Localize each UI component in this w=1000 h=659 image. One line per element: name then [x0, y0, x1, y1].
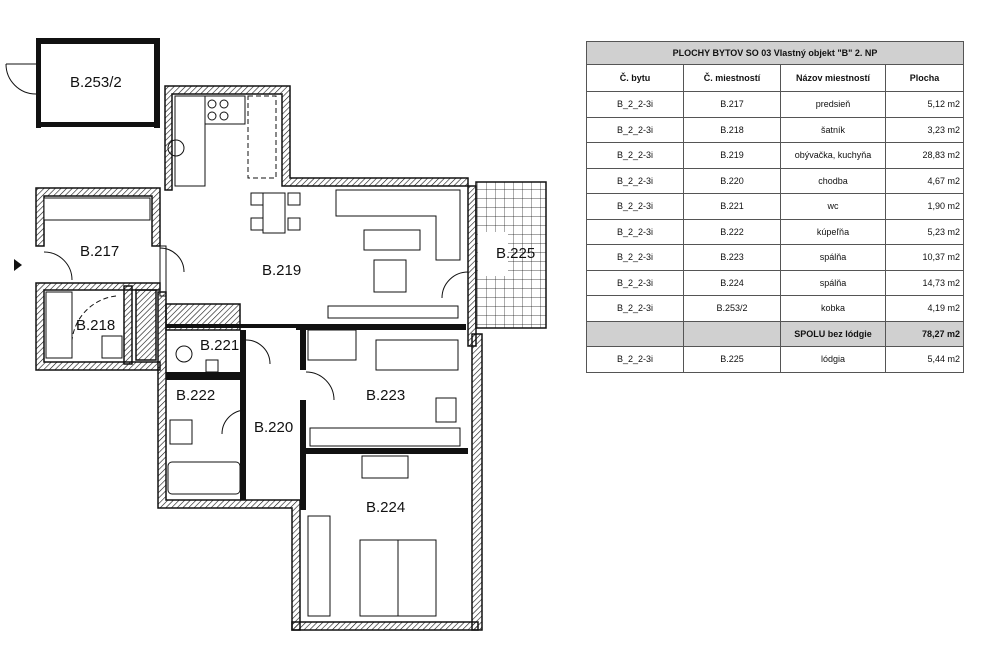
- table-title-row: PLOCHY BYTOV SO 03 Vlastný objekt "B" 2.…: [586, 41, 964, 65]
- cell-unit: B_2_2-3i: [586, 218, 684, 245]
- room-label-b224: B.224: [366, 499, 405, 516]
- cell-room-name: chodba: [780, 167, 886, 194]
- cell-area: 5,23 m2: [885, 218, 964, 245]
- cell-room-no: B.253/2: [683, 295, 781, 322]
- cell-unit: B_2_2-3i: [586, 167, 684, 194]
- cell-unit: B_2_2-3i: [586, 244, 684, 271]
- cell-area: 78,27 m2: [885, 320, 964, 347]
- cell-area: 10,37 m2: [885, 244, 964, 271]
- living-furniture: [327, 189, 461, 319]
- cell-unit: B_2_2-3i: [586, 269, 684, 296]
- cell-room-no: [683, 320, 781, 347]
- dining-table: [250, 192, 301, 234]
- kitchen: [167, 95, 277, 187]
- cell-room-no: B.220: [683, 167, 781, 194]
- cell-area: 14,73 m2: [885, 269, 964, 296]
- cell-area: 28,83 m2: [885, 142, 964, 169]
- cell-room-no: B.217: [683, 91, 781, 118]
- area-table: PLOCHY BYTOV SO 03 Vlastný objekt "B" 2.…: [586, 41, 964, 373]
- cell-unit: B_2_2-3i: [586, 91, 684, 118]
- room-label-b223: B.223: [366, 387, 405, 404]
- cell-area: 4,19 m2: [885, 295, 964, 322]
- room-label-b217: B.217: [80, 243, 119, 260]
- cell-unit: B_2_2-3i: [586, 142, 684, 169]
- wardrobe-fixtures: [43, 197, 151, 359]
- cell-unit: B_2_2-3i: [586, 116, 684, 143]
- cell-room-name: SPOLU bez lódgie: [780, 320, 886, 347]
- cell-room-name: spálňa: [780, 269, 886, 296]
- cell-room-no: B.223: [683, 244, 781, 271]
- cell-room-name: lódgia: [780, 346, 886, 373]
- entrance-arrow-icon: [14, 259, 22, 271]
- cell-room-name: kúpeľňa: [780, 218, 886, 245]
- room-label-b225: B.225: [496, 245, 535, 262]
- cell-room-no: B.218: [683, 116, 781, 143]
- cell-room-no: B.225: [683, 346, 781, 373]
- room-label-b220: B.220: [254, 419, 293, 436]
- interior-walls: [159, 245, 468, 510]
- cell-unit: B_2_2-3i: [586, 193, 684, 220]
- cell-room-name: obývačka, kuchyňa: [780, 142, 886, 169]
- bathroom-fixtures: [167, 345, 241, 495]
- cell-area: 1,90 m2: [885, 193, 964, 220]
- floor-plan: B.253/2 B.217 B.218 B.219 B.220 B.221 B.…: [5, 38, 547, 631]
- cell-area: 3,23 m2: [885, 116, 964, 143]
- cell-room-name: šatník: [780, 116, 886, 143]
- room-label-b222: B.222: [176, 387, 215, 404]
- room-label-b253-2: B.253/2: [70, 74, 122, 91]
- room-b253-2: [5, 38, 160, 128]
- cell-room-name: kobka: [780, 295, 886, 322]
- cell-room-no: B.221: [683, 193, 781, 220]
- room-label-b221: B.221: [200, 337, 239, 354]
- cell-room-name: wc: [780, 193, 886, 220]
- cell-area: 4,67 m2: [885, 167, 964, 194]
- col-header-room-name: Názov miestností: [780, 64, 886, 92]
- table-title: PLOCHY BYTOV SO 03 Vlastný objekt "B" 2.…: [586, 41, 964, 65]
- cell-room-no: B.224: [683, 269, 781, 296]
- cell-room-name: predsieň: [780, 91, 886, 118]
- cell-room-no: B.219: [683, 142, 781, 169]
- col-header-unit: Č. bytu: [586, 64, 684, 92]
- table-header-row: Č. bytu Č. miestností Názov miestností P…: [586, 64, 964, 92]
- room-label-b219: B.219: [262, 262, 301, 279]
- cell-unit: B_2_2-3i: [586, 346, 684, 373]
- cell-room-no: B.222: [683, 218, 781, 245]
- bedroom-b223-furniture: [307, 329, 461, 447]
- cell-area: 5,12 m2: [885, 91, 964, 118]
- col-header-area: Plocha: [885, 64, 964, 92]
- cell-unit: [586, 320, 684, 347]
- doors: [43, 247, 469, 435]
- col-header-room-no: Č. miestností: [683, 64, 781, 92]
- cell-unit: B_2_2-3i: [586, 295, 684, 322]
- room-label-b218: B.218: [76, 317, 115, 334]
- cell-room-name: spálňa: [780, 244, 886, 271]
- room-b225: [475, 181, 547, 329]
- bedroom-b224-furniture: [307, 455, 437, 617]
- cell-area: 5,44 m2: [885, 346, 964, 373]
